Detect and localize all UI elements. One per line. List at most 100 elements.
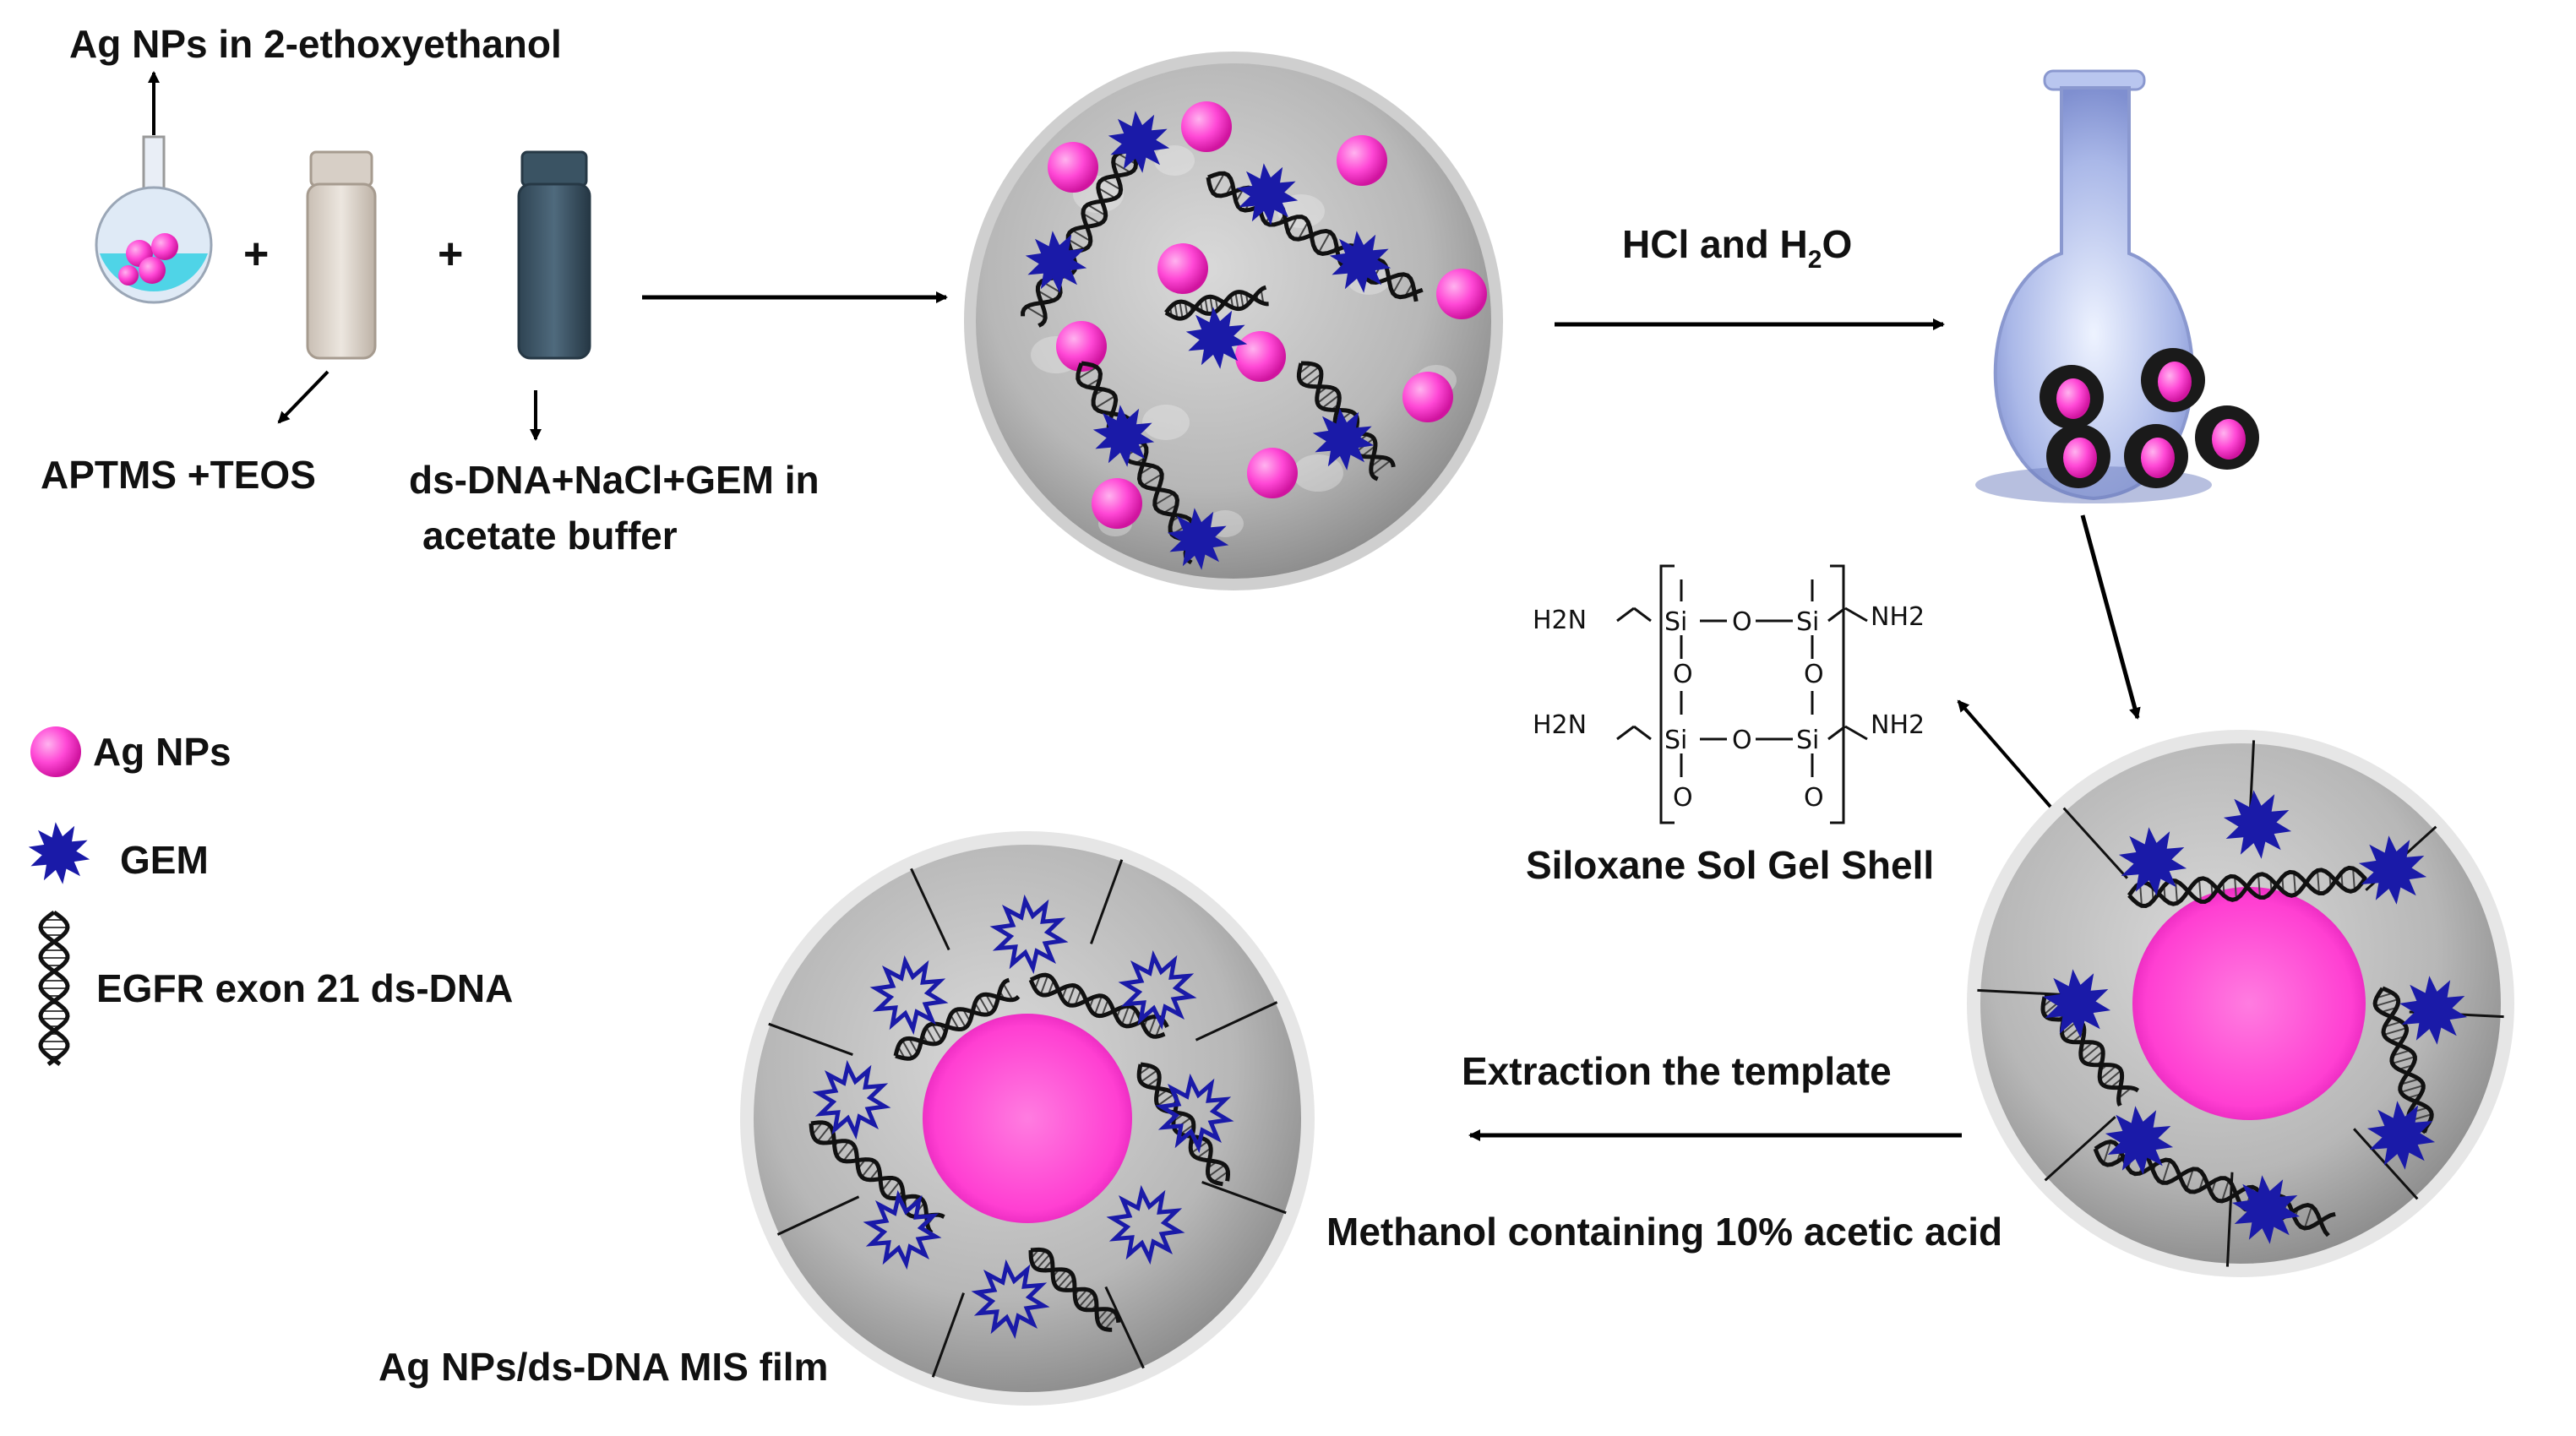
- dna-backbone: [1164, 285, 1267, 321]
- base-pair: [985, 993, 995, 1010]
- base-pair: [1054, 1269, 1067, 1285]
- base-pair: [1057, 1272, 1072, 1289]
- si-atom-3: Si: [1664, 726, 1687, 755]
- base-pair: [1179, 1123, 1195, 1135]
- base-pair: [1093, 995, 1103, 1015]
- base-pair: [836, 1140, 850, 1157]
- shell-dna-strands: [2040, 865, 2434, 1237]
- gem-cavity-icon: [1155, 1073, 1234, 1154]
- siloxane-structure: [1616, 564, 1868, 824]
- base-pair: [955, 1009, 967, 1028]
- legend-blue-star-icon: [28, 822, 90, 884]
- base-pair: [1174, 303, 1179, 318]
- methanol-label: Methanol containing 10% acetic acid: [1326, 1210, 2002, 1254]
- base-pair: [816, 1125, 831, 1142]
- aptms-teos-label: APTMS +TEOS: [41, 453, 316, 497]
- base-pair: [2161, 1160, 2171, 1183]
- dna-helix-icon: [1028, 972, 1169, 1039]
- base-pair: [2392, 1049, 2411, 1057]
- dna-backbone: [1035, 150, 1139, 328]
- ag-np-core: [2212, 419, 2246, 460]
- base-pair: [886, 1181, 901, 1198]
- ag-np-core: [2063, 438, 2097, 478]
- base-pair: [1075, 1289, 1088, 1303]
- h2n-label-bottom: H2N: [1533, 710, 1587, 740]
- base-pair: [881, 1177, 893, 1192]
- legend-ag-nps-label: Ag NPs: [93, 730, 231, 774]
- base-pair: [950, 1014, 960, 1030]
- dna-backbone: [1030, 1247, 1113, 1332]
- base-pair: [1067, 238, 1086, 250]
- base-pair: [1196, 1147, 1212, 1159]
- base-pair: [1154, 492, 1174, 506]
- ag-np-sphere: [1402, 372, 1453, 422]
- gem-star-icon: [2358, 835, 2427, 905]
- base-pair: [2186, 1168, 2194, 1190]
- base-pair: [1316, 389, 1337, 404]
- dna-backbone: [1300, 361, 1396, 468]
- base-pair: [1101, 999, 1109, 1016]
- plus-sign-1: +: [243, 230, 269, 279]
- plus-sign-2: +: [438, 230, 463, 279]
- base-pair: [1299, 366, 1320, 383]
- base-pair: [1039, 975, 1049, 995]
- base-pair: [908, 1037, 918, 1054]
- base-pair: [1287, 216, 1299, 233]
- dna-backbone: [38, 910, 70, 1066]
- shell-spoke-line: [910, 868, 950, 951]
- base-pair: [2257, 874, 2261, 898]
- gem-star-icon: [1167, 508, 1229, 570]
- base-pair: [1083, 1296, 1097, 1311]
- gem-star-icon: [1108, 111, 1170, 173]
- base-pair: [2081, 1044, 2101, 1061]
- dna-backbone: [2372, 987, 2428, 1134]
- base-pair: [2383, 1027, 2407, 1036]
- ag-np-core: [2141, 438, 2175, 478]
- dna-backbone: [2381, 986, 2434, 1134]
- base-pair: [931, 1023, 943, 1042]
- si-atom-4: Si: [1796, 726, 1819, 755]
- gem-star-icon: [2105, 1106, 2174, 1175]
- hcl-h2o-label: HCl and H2O: [1622, 222, 1852, 274]
- base-pair: [1179, 301, 1184, 319]
- base-pair: [2392, 1056, 2415, 1064]
- base-pair: [1239, 291, 1244, 308]
- dna-backbone: [1076, 362, 1211, 553]
- dna-backbone: [1081, 361, 1195, 565]
- dna-backbone: [1207, 171, 1424, 300]
- gem-star-icon: [2399, 976, 2468, 1045]
- base-pair: [2175, 880, 2178, 904]
- shell-gem-molecules: [2042, 790, 2468, 1244]
- gem-star-icon: [2366, 1101, 2436, 1170]
- base-pair: [1082, 212, 1101, 225]
- siloxane-label: Siloxane Sol Gel Shell: [1526, 843, 1934, 887]
- base-pair: [1371, 460, 1391, 476]
- legend-gem-label: GEM: [120, 838, 209, 882]
- base-pair: [1066, 985, 1076, 1005]
- base-pair: [2099, 1065, 2117, 1080]
- base-pair: [1234, 292, 1239, 309]
- gem-star-icon: [2223, 790, 2292, 859]
- legend-dna-helix-icon: [38, 910, 70, 1066]
- dna-mix-label-line1: ds-DNA+NaCl+GEM in: [409, 458, 820, 502]
- base-pair: [1297, 221, 1310, 240]
- o-atom-5: O: [1673, 783, 1693, 813]
- legend-dna-label: EGFR exon 21 ds-DNA: [96, 966, 513, 1010]
- base-pair: [1207, 1164, 1226, 1178]
- dna-backbone: [1164, 290, 1269, 316]
- gem-cavity-icon: [989, 894, 1069, 975]
- shell-spoke-line: [1090, 859, 1124, 944]
- film-ag-core: [923, 1014, 1132, 1223]
- o-atom-1: O: [1732, 607, 1752, 637]
- base-pair: [2087, 1050, 2104, 1065]
- si-atom-2: Si: [1796, 607, 1819, 637]
- ag-nps-solvent-label: Ag NPs in 2-ethoxyethanol: [69, 22, 562, 66]
- base-pair: [1128, 1009, 1136, 1027]
- aptms-teos-vial-icon: [306, 150, 377, 360]
- base-pair: [978, 996, 990, 1014]
- base-pair: [1094, 394, 1116, 410]
- siloxane-atoms: H2N Si O Si NH2 O O H2N Si O Si NH2 O O: [1533, 602, 1925, 813]
- dna-helix-icon: [1028, 1247, 1121, 1332]
- ag-np-sphere: [1157, 243, 1208, 294]
